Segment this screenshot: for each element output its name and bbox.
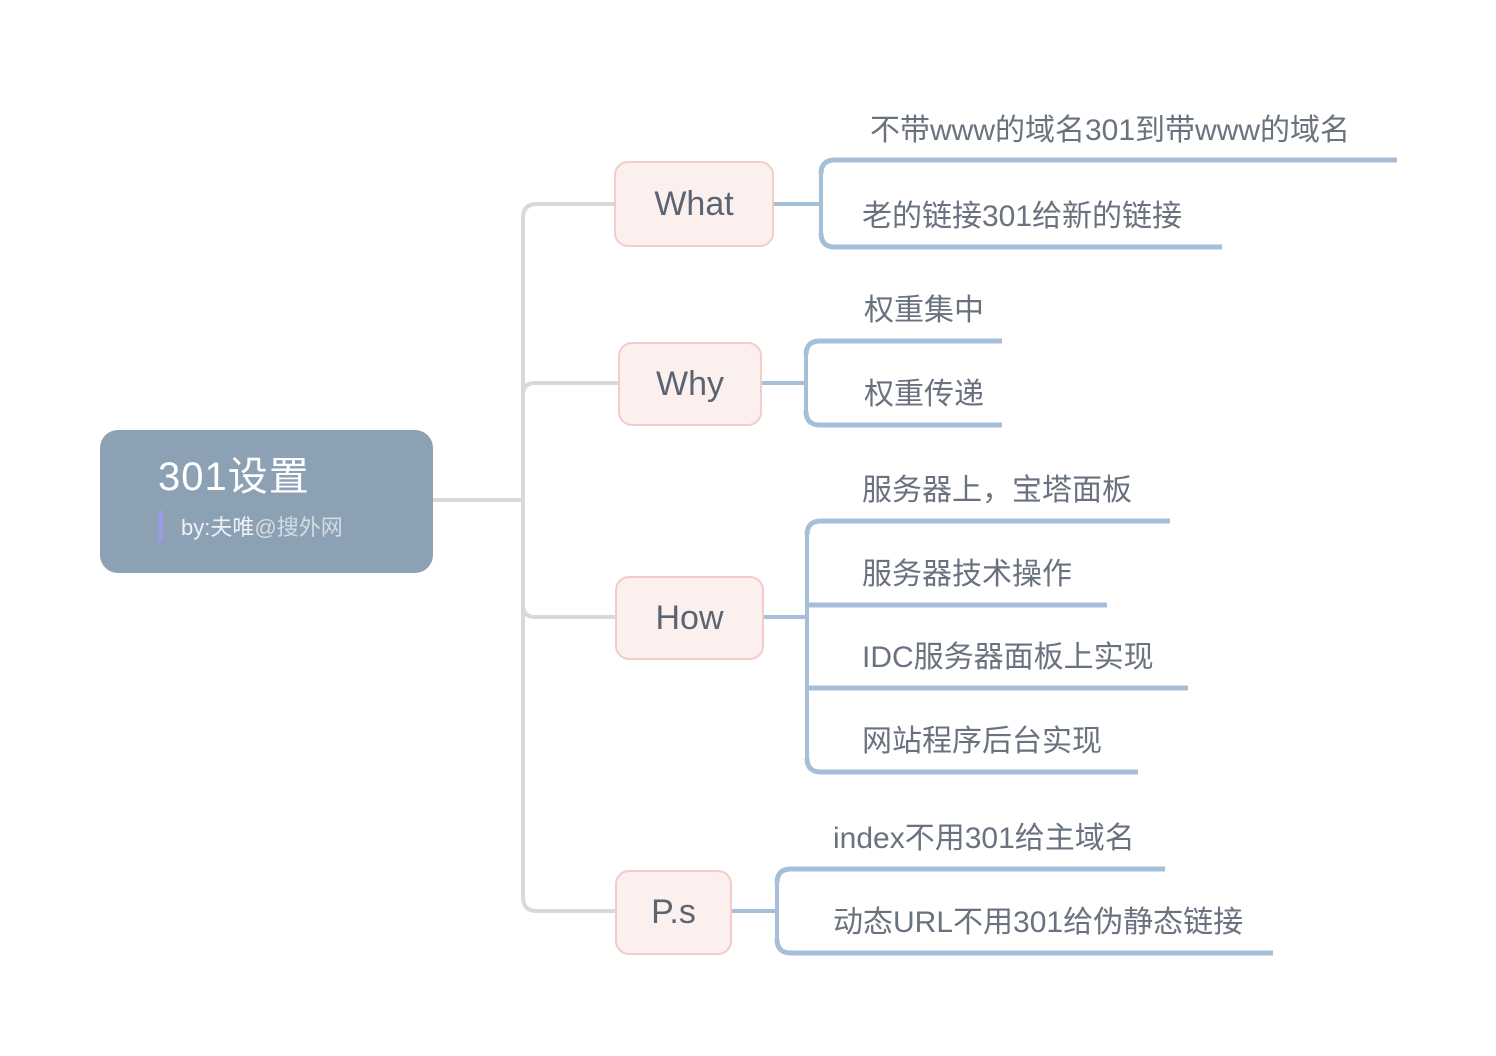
leaf-node[interactable]: 不带www的域名301到带www的域名 <box>870 114 1351 147</box>
root-byline: by:夫唯@搜外网 <box>158 510 433 542</box>
branch-node-why[interactable]: Why <box>618 342 762 426</box>
leaf-node[interactable]: 权重传递 <box>864 378 984 411</box>
branch-how-connectors <box>762 518 1188 775</box>
leaf-node[interactable]: 网站程序后台实现 <box>862 725 1102 758</box>
branch-ps-connectors <box>730 866 1273 956</box>
branch-node-ps[interactable]: P.s <box>615 870 732 955</box>
byline-author: by:夫唯 <box>181 515 255 540</box>
branch-node-how[interactable]: How <box>615 576 764 660</box>
leaf-node[interactable]: 老的链接301给新的链接 <box>862 200 1183 233</box>
branch-why-connectors <box>760 338 1002 428</box>
branch-label: How <box>655 598 724 637</box>
trunk-connectors <box>431 202 620 913</box>
root-title: 301设置 <box>158 455 310 499</box>
leaf-node[interactable]: 权重集中 <box>864 294 984 327</box>
leaf-node[interactable]: IDC服务器面板上实现 <box>862 641 1154 674</box>
branch-node-what[interactable]: What <box>614 161 774 247</box>
root-node[interactable]: 301设置 by:夫唯@搜外网 <box>100 430 433 573</box>
byline-accent-bar <box>158 510 163 542</box>
leaf-node[interactable]: 服务器上，宝塔面板 <box>862 474 1132 507</box>
byline-site: @搜外网 <box>254 515 343 540</box>
branch-label: Why <box>656 364 724 403</box>
branch-label: What <box>654 184 734 223</box>
leaf-node[interactable]: 服务器技术操作 <box>862 558 1072 591</box>
leaf-node[interactable]: index不用301给主域名 <box>833 822 1135 855</box>
branch-label: P.s <box>651 893 696 931</box>
leaf-node[interactable]: 动态URL不用301给伪静态链接 <box>833 906 1244 939</box>
branch-what-connectors <box>772 157 1397 250</box>
byline-text: by:夫唯@搜外网 <box>181 510 343 542</box>
